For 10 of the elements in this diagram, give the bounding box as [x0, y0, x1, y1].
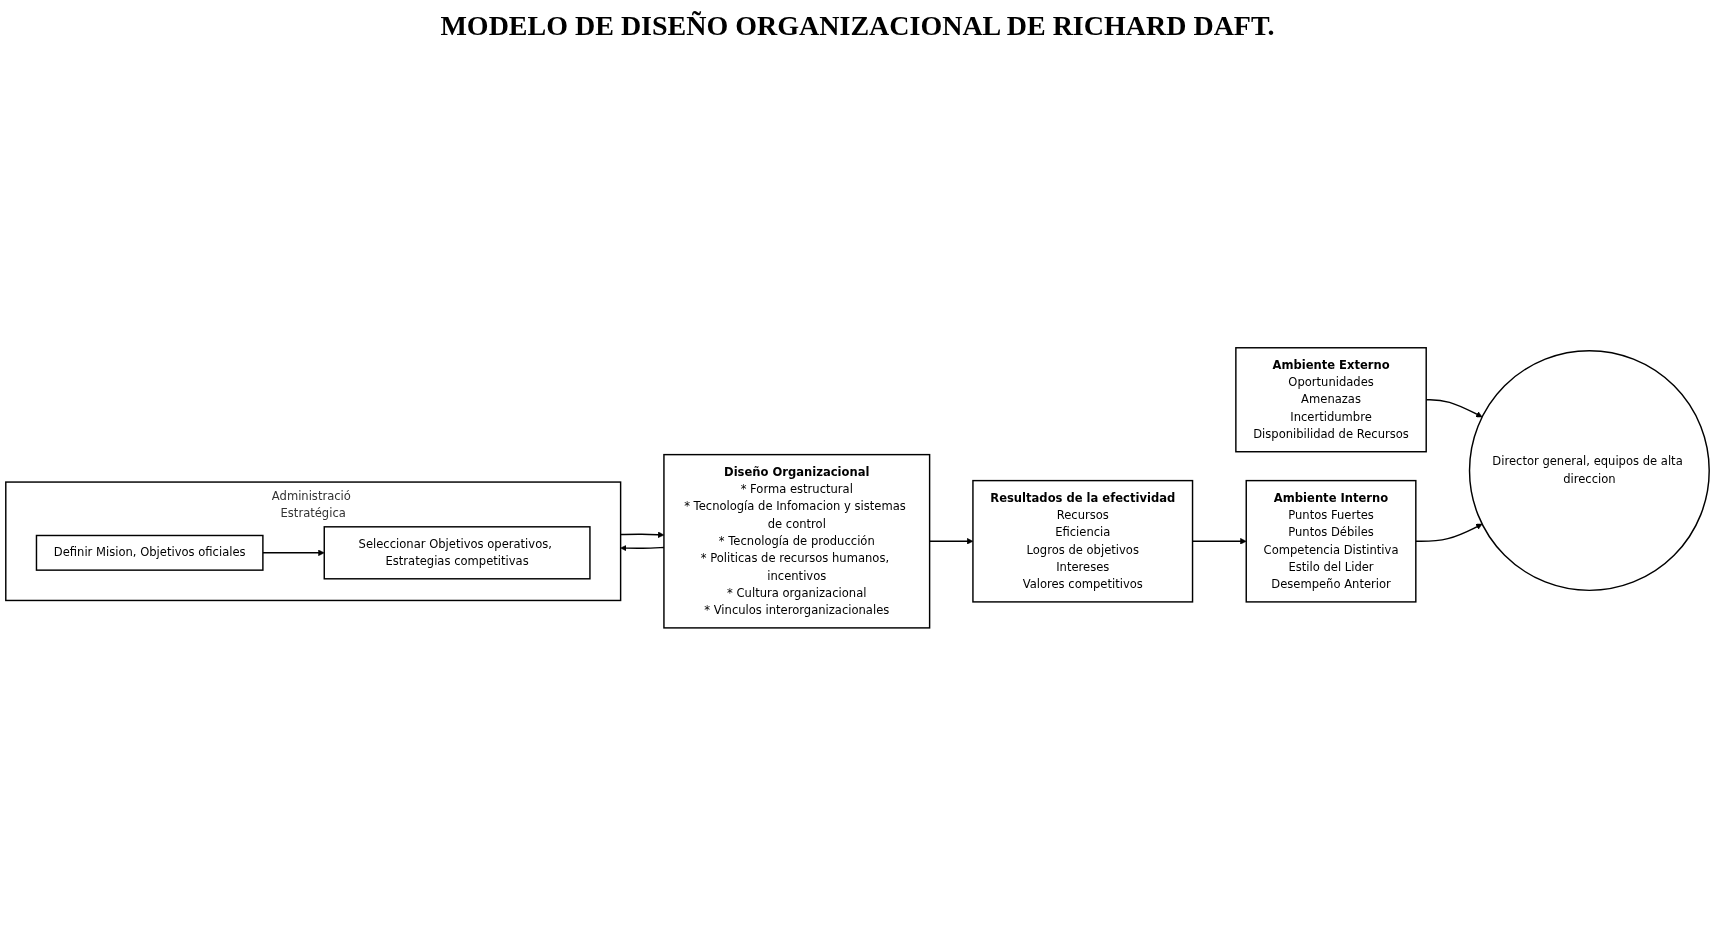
node-box: Ambiente Externo Oportunidades Amenazas Incertidumbre Disponibilidad de Recursos	[1235, 347, 1427, 453]
node-box: Ambiente Interno Puntos Fuertes Puntos Débiles Competencia Distintiva Estilo del Lider Desempeño Anterior	[1245, 480, 1417, 603]
arrow	[262, 549, 325, 557]
node-box: Definir Mision, Objetivos oficiales	[35, 534, 264, 571]
node-box: Seleccionar Objetivos operativos, Estrategias competitivas	[323, 526, 591, 580]
arrow	[1415, 523, 1483, 543]
node-box: Resultados de la efectividad Recursos Eficiencia Logros de objetivos Intereses Valores competitivos	[972, 480, 1194, 603]
node-box: Diseño Organizacional * Forma estructural * Tecnología de Infomacion y sistemas de control * Tecnología de producción * Politicas de recursos humanos, incentivos * Cultura organizacional * Vinculos interorganizacionales	[663, 454, 931, 629]
node-circle: Director general, equipos de alta direccion	[1468, 350, 1710, 592]
diagram-title: MODELO DE DISEÑO ORGANIZACIONAL DE RICHARD DAFT.	[440, 10, 1275, 42]
